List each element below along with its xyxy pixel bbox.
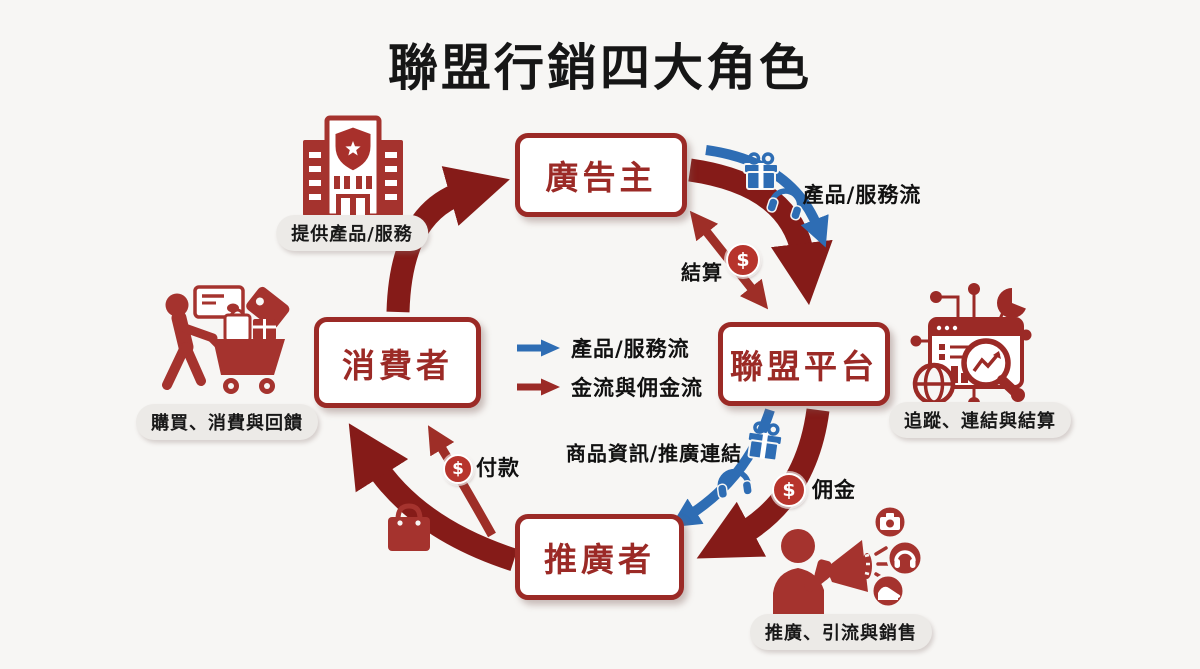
blue-arrow-icon (517, 339, 560, 357)
headphones-icon (766, 188, 803, 221)
gift-icon (746, 421, 784, 462)
legend-label: 金流與佣金流 (571, 376, 703, 400)
headphones-bubble-icon (886, 539, 924, 577)
label-settlement: 結算 (681, 260, 723, 285)
shopper-cart-icon (162, 285, 290, 394)
cart-icon (204, 332, 285, 394)
node-platform: 聯盟平台 (718, 322, 890, 406)
price-tag-icon (246, 286, 290, 329)
label-product-info-links: 商品資訊/推廣連結 (565, 441, 743, 466)
shield-icon (332, 124, 374, 174)
shoe-bubble-icon (870, 573, 906, 609)
dollar-coin-icon: $ (726, 243, 760, 277)
page-title: 聯盟行銷四大角色 (388, 39, 812, 97)
node-consumer: 消費者 (314, 317, 481, 408)
payment-arrow (427, 425, 496, 538)
node-promoter-label: 推廣者 (544, 540, 655, 579)
caption-advertiser: 提供產品/服務 (276, 215, 428, 251)
legend-item-money-flow: 金流與佣金流 (517, 372, 703, 402)
gift-in-cart (253, 319, 276, 340)
legend-item-product-service: 產品/服務流 (517, 333, 703, 363)
headphones-icon (716, 468, 753, 500)
red-arrow-icon (517, 378, 560, 396)
star-icon (345, 141, 361, 156)
company-building-icon (303, 115, 403, 219)
node-consumer-label: 消費者 (342, 345, 453, 385)
megaphone-person-icon (773, 504, 924, 620)
dollar-coin-icon: $ (772, 473, 806, 507)
shopping-bag-in-cart (223, 308, 252, 343)
caption-platform: 追蹤、連結與結算 (889, 402, 1071, 438)
node-promoter: 推廣者 (515, 514, 684, 600)
product-service-arrow (705, 145, 829, 248)
legend-label: 產品/服務流 (571, 337, 690, 361)
caption-promoter: 推廣、引流與銷售 (750, 614, 932, 650)
label-payment: 付款 (476, 456, 520, 480)
credit-card-icon (193, 285, 245, 319)
camera-bubble-icon (872, 504, 908, 540)
label-product-service-flow: 產品/服務流 (802, 183, 922, 207)
node-advertiser-label: 廣告主 (545, 158, 657, 197)
pie-chart-icon (997, 286, 1029, 318)
node-platform-label: 聯盟平台 (730, 347, 878, 386)
gift-icon (743, 152, 779, 190)
magnifier-icon (961, 338, 1025, 402)
shopping-bag-icon (388, 503, 430, 551)
flow-legend: 產品/服務流 金流與佣金流 (517, 333, 703, 402)
label-commission: 佣金 (812, 478, 856, 502)
node-advertiser: 廣告主 (515, 133, 687, 217)
analytics-tracking-icon (910, 283, 1032, 409)
dollar-coin-icon: $ (443, 454, 473, 484)
arc-consumer-to-advertiser (386, 166, 510, 313)
globe-icon (912, 362, 956, 406)
caption-consumer: 購買、消費與回饋 (136, 404, 318, 440)
